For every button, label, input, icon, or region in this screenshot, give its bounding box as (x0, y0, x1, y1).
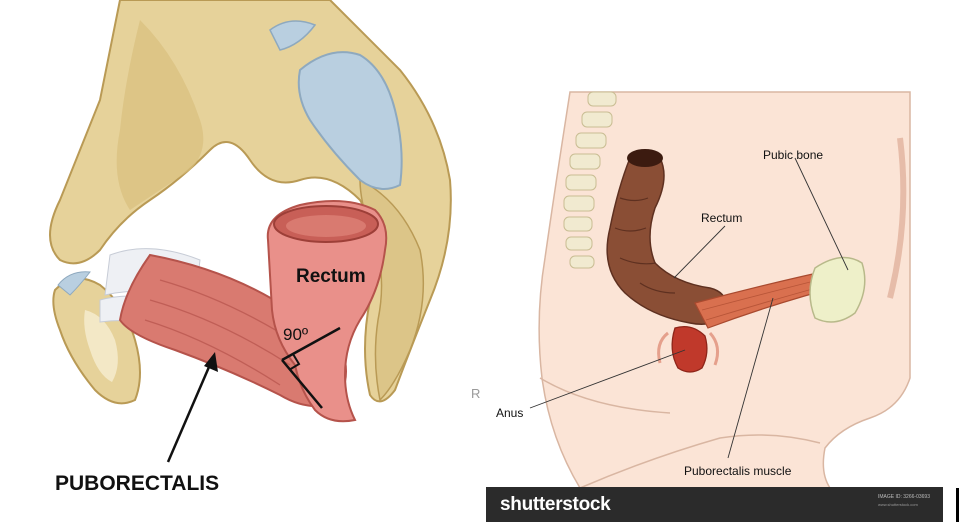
anal-canal (671, 325, 708, 373)
angle-line-lower (281, 359, 323, 409)
site-text: www.shutterstock.com (878, 502, 918, 507)
pubic-cartilage (57, 271, 91, 296)
right-angle-marker (288, 353, 301, 371)
angle-line-upper (281, 326, 341, 362)
left-anatomy-illustration (49, 0, 452, 463)
angle-label: 90º (283, 325, 309, 344)
puborectalis-arrowhead (204, 352, 218, 372)
anus-leader (529, 349, 686, 409)
rectum-label-right: Rectum (701, 211, 743, 225)
watermark-bar (486, 487, 943, 522)
rectum-label-left: Rectum (296, 266, 366, 287)
side-letter: R (471, 386, 481, 401)
upper-cartilage (269, 20, 317, 51)
right-anatomy-illustration (529, 91, 911, 489)
colon-haustra (614, 197, 676, 294)
spine-vertebrae (563, 91, 617, 269)
sacral-cartilage (297, 51, 403, 190)
pubic-region-contour (887, 137, 907, 299)
pubic-bone-inner (84, 310, 118, 382)
puborectalis-leader (727, 297, 774, 459)
brand-logo: shutterstock (500, 494, 611, 515)
rectum-leader (673, 225, 726, 279)
rectum-organ (266, 200, 388, 423)
pubic-bone-leader (794, 157, 849, 271)
bone-shading (116, 20, 204, 210)
colon-top-opening (627, 149, 663, 167)
pubic-bone-right (809, 256, 866, 323)
puborectalis-muscle-label: Puborectalis muscle (684, 464, 792, 478)
rectum-lumen (286, 215, 366, 237)
buttock-contour (539, 377, 671, 414)
image-id-text: IMAGE ID: 3266-03693 (878, 494, 930, 500)
puborectalis-label: PUBORECTALIS (55, 472, 220, 495)
anus-label: Anus (496, 406, 524, 420)
puborectalis-arrow-shaft (166, 359, 214, 463)
pubic-bone-label: Pubic bone (763, 148, 824, 162)
thigh-contour (579, 434, 821, 489)
edge-divider (956, 488, 959, 522)
